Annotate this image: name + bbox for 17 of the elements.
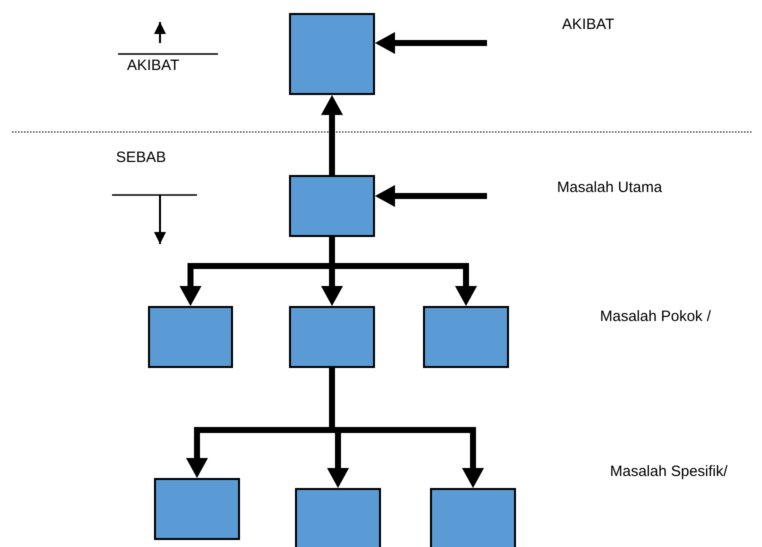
process-box — [289, 306, 375, 368]
process-box — [148, 306, 233, 368]
level-label: Masalah Pokok / — [600, 309, 711, 326]
process-box — [289, 13, 375, 95]
level-label: Masalah Utama — [557, 180, 662, 196]
process-box — [295, 488, 381, 547]
process-box — [430, 488, 516, 547]
process-box — [289, 175, 375, 237]
level-label: AKIBAT — [562, 17, 614, 34]
level-label: Masalah Spesifik/ — [610, 464, 728, 480]
process-box — [154, 478, 240, 540]
level-label: AKIBAT — [127, 58, 180, 74]
arrow — [375, 185, 487, 207]
arrow — [375, 32, 487, 54]
arrow — [321, 95, 343, 175]
level-label: SEBAB — [116, 150, 166, 166]
process-box — [423, 306, 509, 368]
